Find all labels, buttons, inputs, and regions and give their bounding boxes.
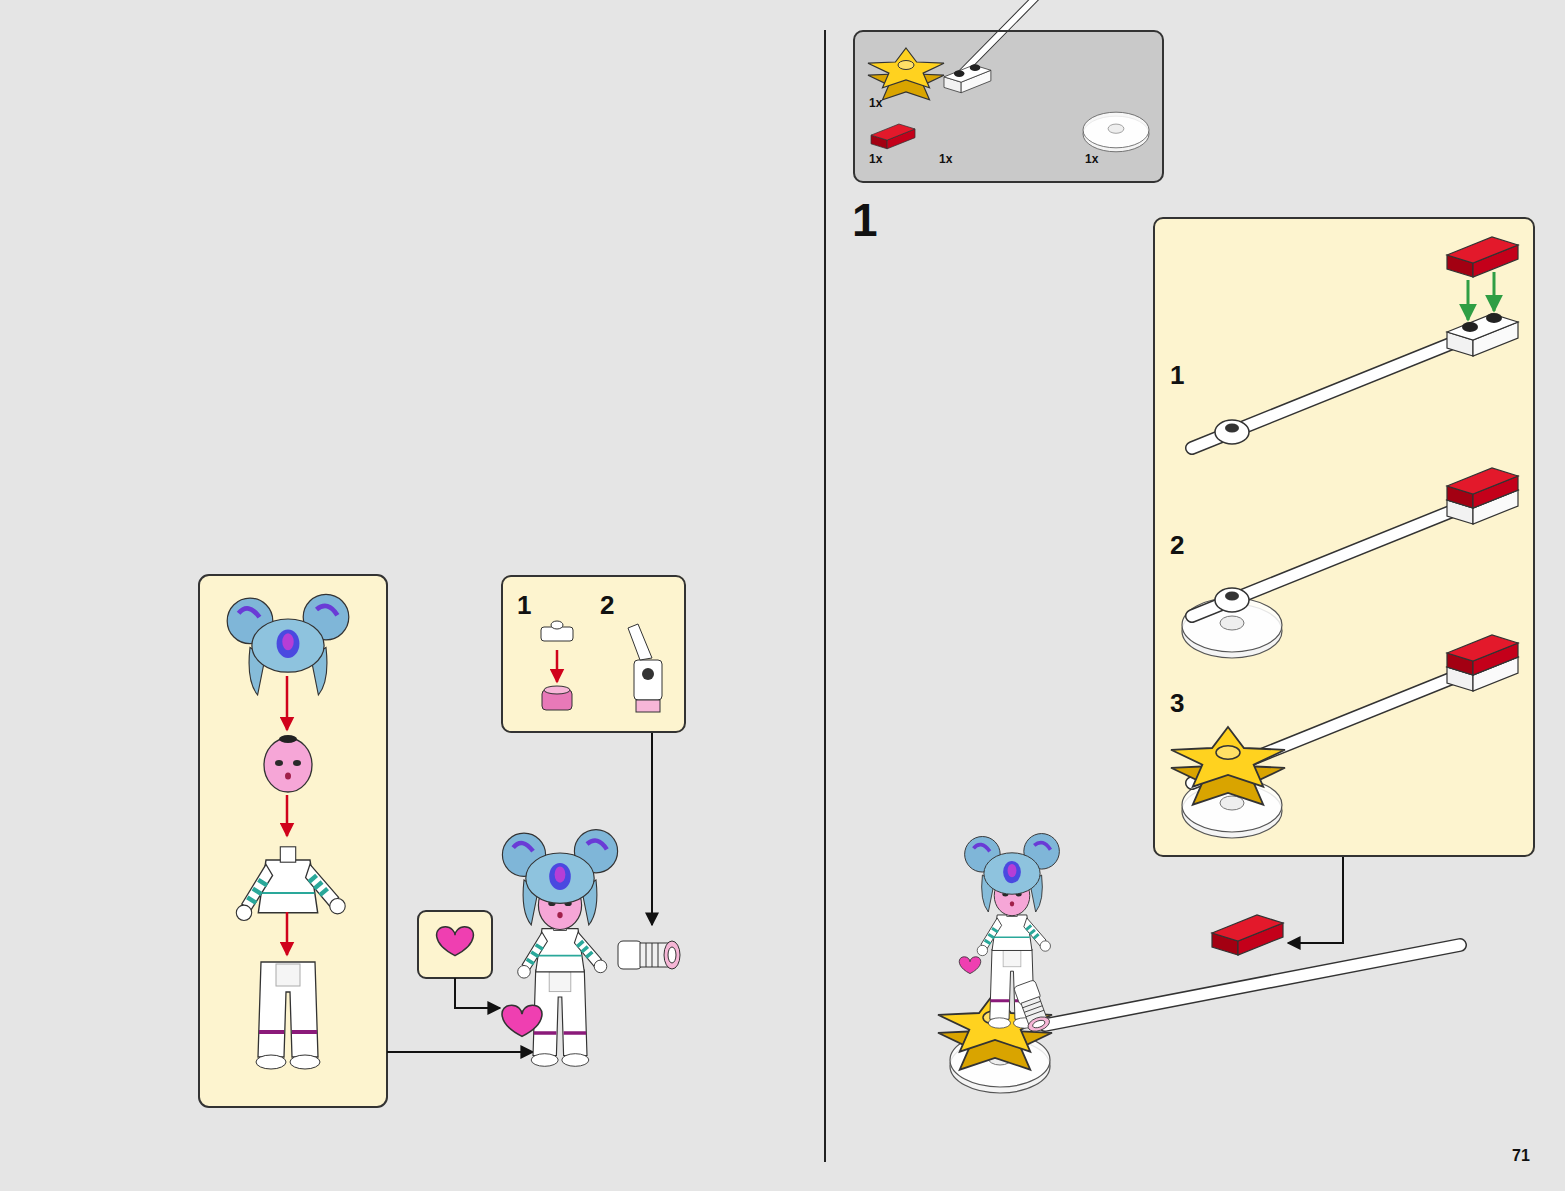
substep-box: 1 2 3: [1153, 217, 1535, 857]
part-count: 1x: [869, 153, 882, 165]
substep-number: 1: [1170, 362, 1184, 388]
part-count: 1x: [1085, 153, 1098, 165]
part-count: 1x: [869, 97, 882, 109]
substep-number: 1: [517, 592, 531, 618]
substep-number: 2: [1170, 532, 1184, 558]
page-number: 71: [1512, 1148, 1530, 1164]
parts-list-box: 1x 1x 1x 1x: [853, 30, 1164, 183]
callout-box: 12: [501, 575, 686, 733]
part-count: 1x: [939, 153, 952, 165]
step-number: 1: [852, 197, 878, 243]
substep-number: 2: [600, 592, 614, 618]
substep-number: 3: [1170, 690, 1184, 716]
